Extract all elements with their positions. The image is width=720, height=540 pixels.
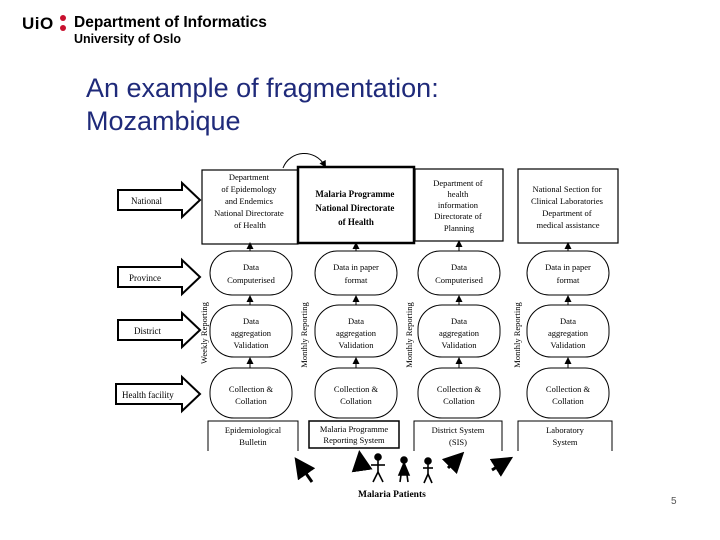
province-cell-1 [209,250,293,296]
monthly-reporting-label-2: Monthly Reporting [404,302,414,368]
level-label-district: District [134,326,161,336]
patient-arrows [294,450,514,483]
level-label-health-facility: Health facility [122,390,174,400]
box-clinical-laboratories [517,168,619,244]
page-number: 5 [671,496,677,507]
level-label-national: National [131,196,162,206]
box-malaria-text: Malaria Programme National Directorate o… [315,189,396,227]
province-cell-4 [526,250,610,296]
uio-logo: UiO [22,14,54,33]
level-arrow-national: National [117,180,202,220]
weekly-reporting-label: Weekly Reporting [199,301,209,364]
title-line-1: An example of fragmentation: [86,73,439,103]
box-clinical-laboratories-text: National Section for Clinical Laboratori… [531,184,605,230]
level-arrow-health-facility: Health facility [115,374,202,414]
system-district-sis: District System(SIS) [432,425,485,447]
facility-cell-1 [209,367,293,419]
level-label-province: Province [129,273,161,283]
facility-cell-4 [526,367,610,419]
university-name: University of Oslo [74,32,181,46]
province-cell-2 [314,250,398,296]
box-epidemiology-dept [201,169,299,245]
patient-person-icon [371,453,433,484]
svg-text:Collection &Collation: Collection &Collation [229,384,274,406]
malaria-patients-label: Malaria Patients [358,490,426,500]
svg-text:Collection &Collation: Collection &Collation [546,384,591,406]
title-line-2: Mozambique [86,106,241,136]
level-arrow-district: District [117,310,202,350]
box-epidemiology-text: Department of Epidemology and Endemics N… [214,172,286,230]
logo-colon-icon [60,15,66,35]
facility-cell-3 [417,367,501,419]
province-cell-3 [417,250,501,296]
facility-cell-2 [314,367,398,419]
svg-text:Collection &Collation: Collection &Collation [334,384,379,406]
svg-text:Collection &Collation: Collection &Collation [437,384,482,406]
box-health-information-dept [414,168,504,242]
top-curved-arrow [282,153,326,169]
box-health-information-text: Department of health information Directo… [433,178,484,233]
monthly-reporting-label-1: Monthly Reporting [299,302,309,368]
level-arrow-province: Province [117,257,202,297]
slide-title: An example of fragmentation: Mozambique [86,72,439,138]
monthly-reporting-label-3: Monthly Reporting [512,302,522,368]
department-name: Department of Informatics [74,14,267,31]
